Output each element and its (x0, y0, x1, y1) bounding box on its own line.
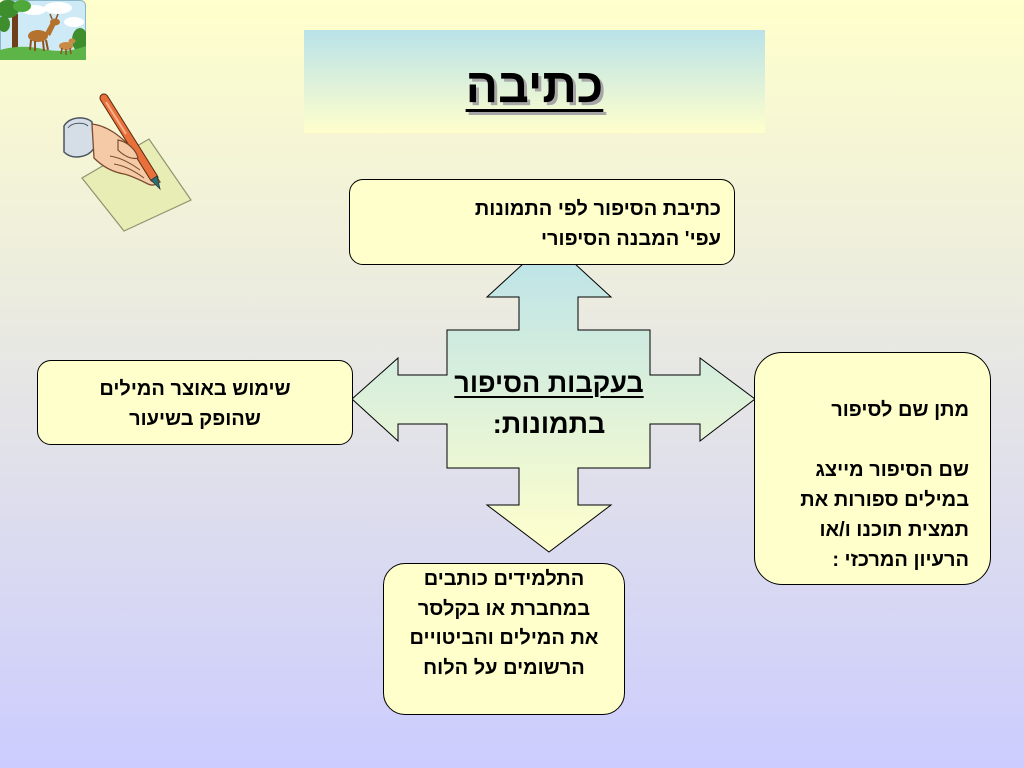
bottom-box-line-1: התלמידים כותבים (423, 568, 585, 590)
left-box-line-2: שהופק בשיעור (129, 408, 261, 430)
page-title: כתיבה (465, 60, 604, 113)
right-text-box: מתן שם לסיפור שם הסיפור מייצג במילים ספו… (754, 352, 991, 585)
bottom-box-line-3: את המילים והביטויים (409, 627, 599, 649)
bottom-text-box: התלמידים כותבים במחברת או בקלסר את המילי… (383, 563, 625, 715)
bottom-box-line-4: הרשומים על הלוח (423, 656, 585, 679)
right-box-line-4: הרעיון המרכזי : (832, 549, 969, 571)
four-way-arrow-shape (351, 239, 756, 553)
top-box-line-1: כתיבת הסיפור לפי התמונות (474, 198, 721, 220)
left-text-box: שימוש באוצר המילים שהופק בשיעור (37, 360, 353, 445)
right-box-line-1: שם הסיפור מייצג (815, 459, 969, 481)
top-text-box: כתיבת הסיפור לפי התמונות עפי' המבנה הסיפ… (349, 179, 735, 265)
bottom-box-line-2: במחברת או בקלסר (417, 597, 591, 620)
right-box-line-3: תמצית תוכנו ו/או (819, 519, 969, 541)
center-label: בעקבות הסיפור בתמונות: (420, 363, 678, 445)
title-box: כתיבה (304, 30, 765, 133)
deer-clipart-icon (0, 0, 86, 60)
hand-writing-icon (63, 93, 192, 232)
top-box-line-2: עפי' המבנה הסיפורי (540, 228, 721, 250)
left-box-line-1: שימוש באוצר המילים (99, 378, 291, 400)
center-label-line-2: בתמונות: (492, 409, 606, 439)
right-box-heading: מתן שם לסיפור (831, 399, 969, 421)
right-box-line-2: במילים ספורות את (800, 489, 969, 511)
center-label-line-1: בעקבות הסיפור (454, 368, 644, 398)
